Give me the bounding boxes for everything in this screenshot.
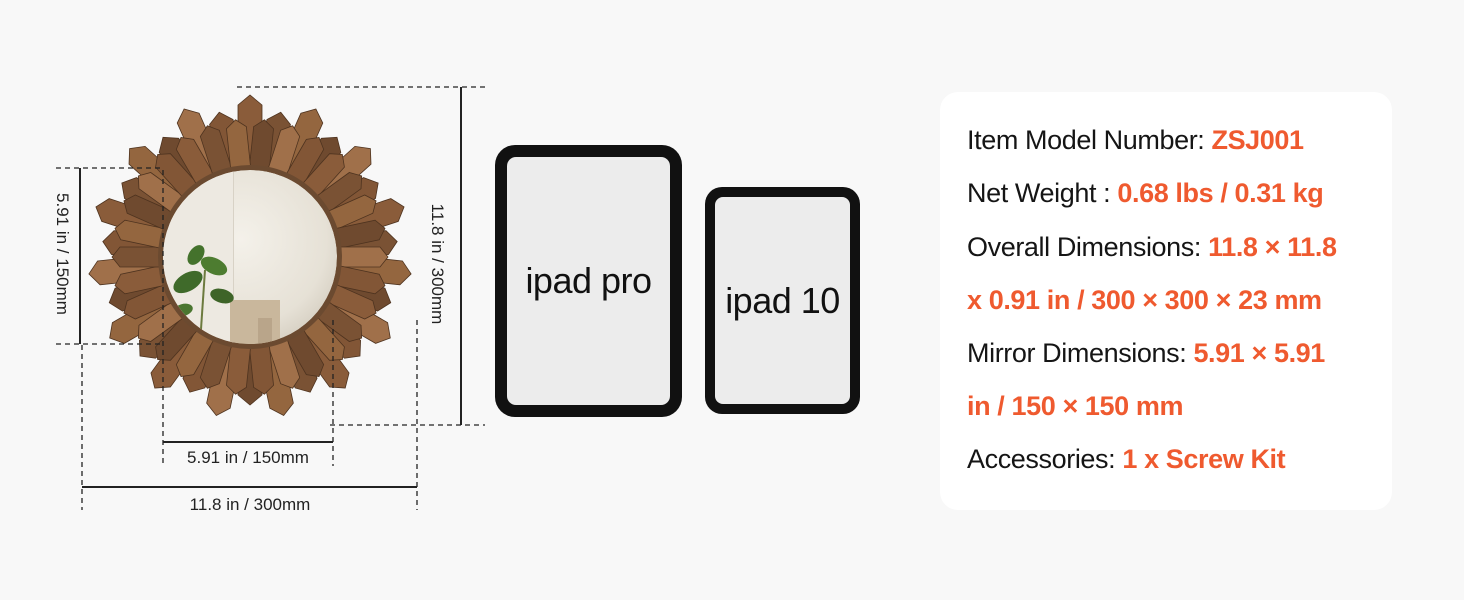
spec-model-number: Item Model Number: ZSJ001 [967, 125, 1304, 156]
specifications-card: Item Model Number: ZSJ001 Net Weight : 0… [940, 92, 1392, 510]
mirror-outer-height-label: 11.8 in / 300mm [428, 203, 447, 325]
spec-net-weight: Net Weight : 0.68 lbs / 0.31 kg [967, 178, 1324, 209]
spec-accessories: Accessories: 1 x Screw Kit [967, 444, 1286, 475]
mirror-inner-width-label: 5.91 in / 150mm [187, 448, 309, 467]
wood-petal-inner [335, 246, 389, 268]
dimension-lines [56, 86, 485, 510]
ipad-10-label: ipad 10 [725, 279, 840, 321]
spec-overall-value-1: 11.8 × 11.8 [1208, 232, 1337, 262]
spec-weight-label: Net Weight : [967, 178, 1118, 208]
spec-mirror-label: Mirror Dimensions: [967, 338, 1194, 368]
spec-model-value: ZSJ001 [1211, 125, 1304, 155]
mirror-inner-height-label: 5.91 in / 150mm [53, 193, 72, 315]
spec-overall-dimensions: Overall Dimensions: 11.8 × 11.8 [967, 232, 1337, 263]
spec-overall-dimensions-cont: x 0.91 in / 300 × 300 × 23 mm [967, 285, 1322, 316]
ipad-10-silhouette: ipad 10 [705, 187, 860, 414]
spec-mirror-dimensions-cont: in / 150 × 150 mm [967, 391, 1183, 422]
wood-petal-inner [111, 246, 165, 268]
ipad-pro-label: ipad pro [525, 260, 652, 301]
spec-overall-value-2: x 0.91 in / 300 × 300 × 23 mm [967, 285, 1322, 315]
spec-mirror-value-2: in / 150 × 150 mm [967, 391, 1184, 421]
spec-weight-value: 0.68 lbs / 0.31 kg [1117, 178, 1324, 208]
ipad-pro-silhouette: ipad pro [495, 145, 682, 417]
spec-model-label: Item Model Number: [967, 125, 1212, 155]
spec-accessories-value: 1 x Screw Kit [1122, 444, 1286, 474]
spec-accessories-label: Accessories: [967, 444, 1123, 474]
mirror-glass [163, 170, 337, 344]
mirror-outer-width-label: 11.8 in / 300mm [189, 495, 311, 514]
spec-mirror-value-1: 5.91 × 5.91 [1193, 338, 1325, 368]
spec-overall-label: Overall Dimensions: [967, 232, 1209, 262]
spec-mirror-dimensions: Mirror Dimensions: 5.91 × 5.91 [967, 338, 1325, 369]
